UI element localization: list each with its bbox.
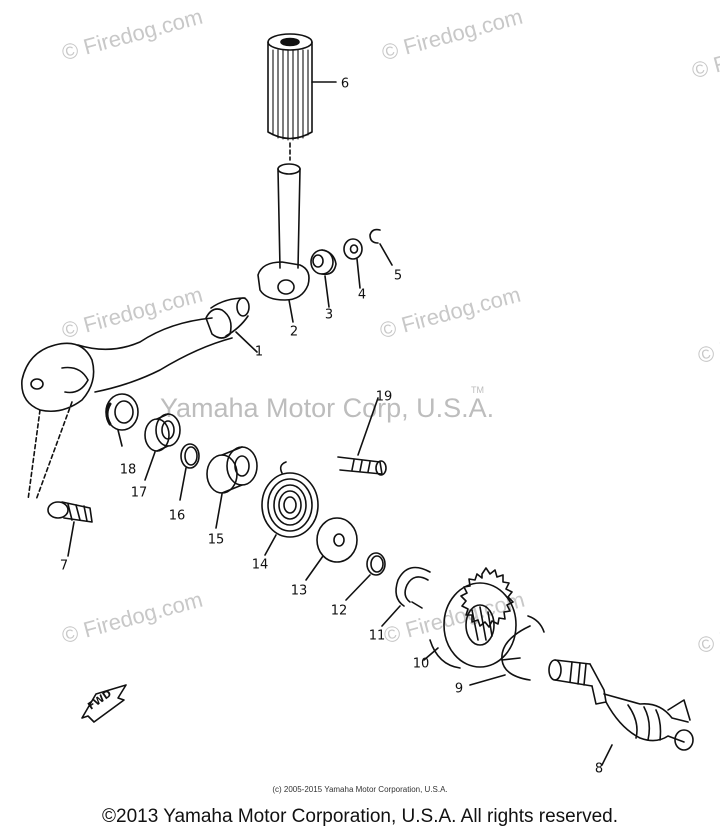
- washer-part: [305, 517, 358, 581]
- kick-crank-boss: [257, 163, 310, 323]
- callout-12: 12: [330, 603, 348, 619]
- callout-7: 7: [59, 558, 69, 574]
- bolt-part: [47, 501, 93, 557]
- callout-18: 18: [119, 462, 137, 478]
- callout-19: 19: [375, 389, 393, 405]
- oil-seal-part: [105, 393, 139, 447]
- collar-part: [310, 249, 337, 308]
- callout-17: 17: [130, 485, 148, 501]
- callout-1: 1: [254, 344, 264, 360]
- callout-10: 10: [412, 656, 430, 672]
- washer-part: [343, 238, 363, 289]
- circlip-part: [345, 552, 386, 601]
- callout-9: 9: [454, 681, 464, 697]
- small-copyright: (c) 2005-2015 Yamaha Motor Corporation, …: [272, 785, 448, 794]
- callout-11: 11: [368, 628, 386, 644]
- kick-spring-part: [261, 461, 319, 556]
- callout-15: 15: [207, 532, 225, 548]
- spring-guide-part: [206, 446, 258, 529]
- copyright-notice: ©2013 Yamaha Motor Corporation, U.S.A. A…: [102, 806, 618, 827]
- circlip-part: [369, 228, 393, 266]
- callout-3: 3: [324, 307, 334, 323]
- watermark-brand: Yamaha Motor Corp, U.S.A.: [160, 393, 495, 423]
- callout-16: 16: [168, 508, 186, 524]
- circlip-part: [179, 443, 200, 501]
- watermark-tm: TM: [471, 385, 484, 395]
- clip-part: [381, 566, 431, 627]
- callout-6: 6: [340, 76, 350, 92]
- callout-14: 14: [251, 557, 269, 573]
- pin-part: [337, 397, 387, 476]
- callout-13: 13: [290, 583, 308, 599]
- callout-4: 4: [357, 287, 367, 303]
- callout-2: 2: [289, 324, 299, 340]
- kick-axle-part: [548, 659, 694, 766]
- fwd-arrow-icon: [81, 684, 127, 723]
- spring-clip-part: [469, 615, 545, 686]
- callout-8: 8: [594, 761, 604, 777]
- kick-gear-part: [423, 567, 517, 669]
- grip-part: [267, 33, 337, 141]
- callout-5: 5: [393, 268, 403, 284]
- bushing-part: [144, 413, 181, 481]
- kick-lever-part: [21, 297, 258, 413]
